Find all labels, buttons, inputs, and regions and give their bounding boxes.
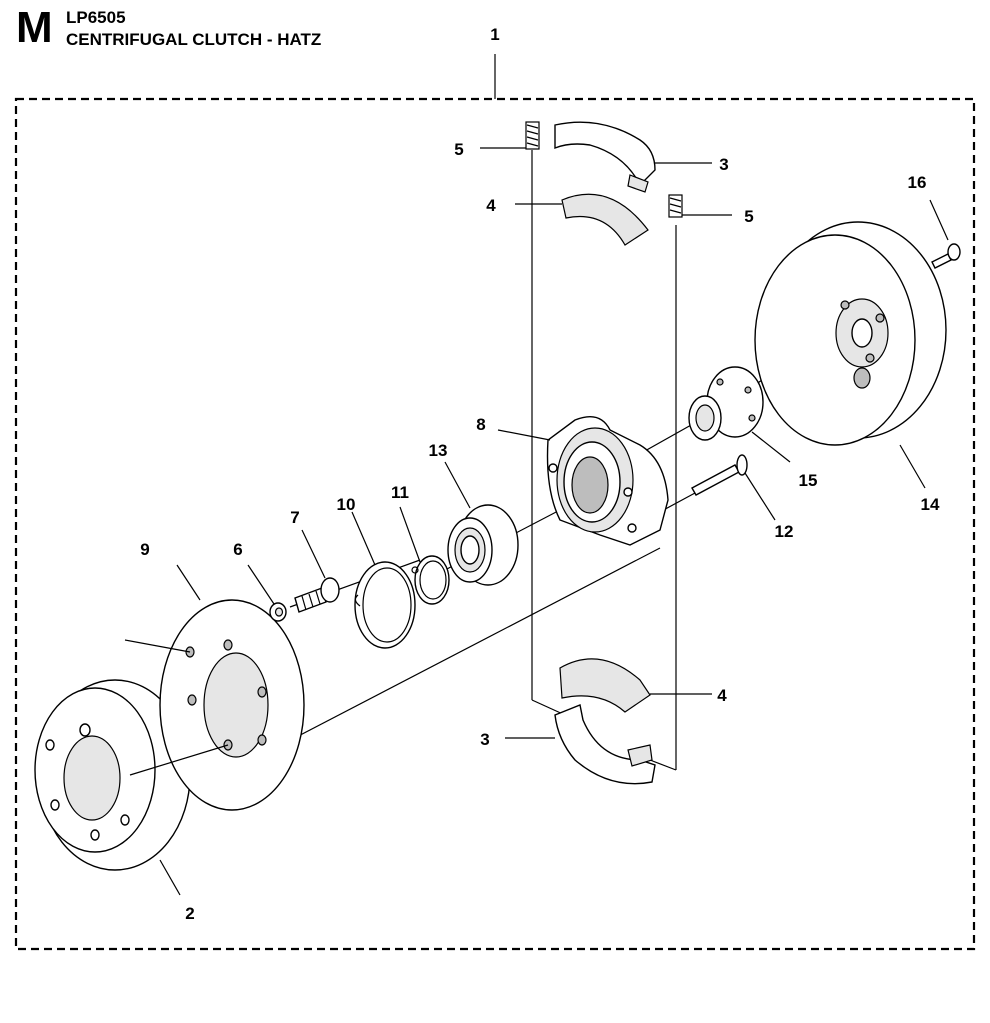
part-spring-top-right xyxy=(668,194,683,218)
part-lining-top xyxy=(561,193,649,246)
callout-6: 6 xyxy=(233,540,242,559)
callout-4-top: 4 xyxy=(486,196,496,215)
callout-13: 13 xyxy=(429,441,448,460)
callout-11: 11 xyxy=(391,483,409,502)
callout-16: 16 xyxy=(908,173,927,192)
part-screw-7 xyxy=(294,577,340,613)
part-adapter-plate xyxy=(124,599,305,811)
callout-8: 8 xyxy=(476,415,485,434)
part-clutch-shoe-bottom xyxy=(554,704,656,785)
callout-7: 7 xyxy=(290,508,299,527)
part-washer xyxy=(269,602,287,622)
page-title: CENTRIFUGAL CLUTCH - HATZ xyxy=(66,30,322,49)
callout-4-bottom: 4 xyxy=(717,686,727,705)
callout-5-left: 5 xyxy=(454,140,463,159)
part-lining-bottom xyxy=(559,658,651,713)
callout-10: 10 xyxy=(337,495,356,514)
axis-line-main xyxy=(257,547,661,758)
part-clutch-carrier xyxy=(546,416,669,546)
model-number: LP6505 xyxy=(66,8,126,27)
callout-1: 1 xyxy=(490,25,499,44)
callout-5-right: 5 xyxy=(744,207,753,226)
callout-15: 15 xyxy=(799,471,818,490)
part-clutch-drum xyxy=(754,221,947,446)
part-snap-ring-11 xyxy=(411,555,450,605)
part-spring-top-left xyxy=(525,121,540,150)
part-hub xyxy=(688,366,764,441)
callout-9: 9 xyxy=(140,540,149,559)
callout-14: 14 xyxy=(921,495,940,514)
part-bearing xyxy=(447,504,519,586)
part-snap-ring-10 xyxy=(354,561,416,649)
callout-2: 2 xyxy=(185,904,194,923)
part-screw-12 xyxy=(691,454,748,496)
callout-3-bottom: 3 xyxy=(480,730,489,749)
part-coupling-flange xyxy=(34,679,191,871)
part-screw-16 xyxy=(931,243,961,269)
callout-3-top: 3 xyxy=(719,155,728,174)
part-clutch-shoe-top xyxy=(554,121,656,193)
callout-12: 12 xyxy=(775,522,794,541)
assembly-boundary xyxy=(14,97,976,951)
section-letter: M xyxy=(16,3,53,52)
